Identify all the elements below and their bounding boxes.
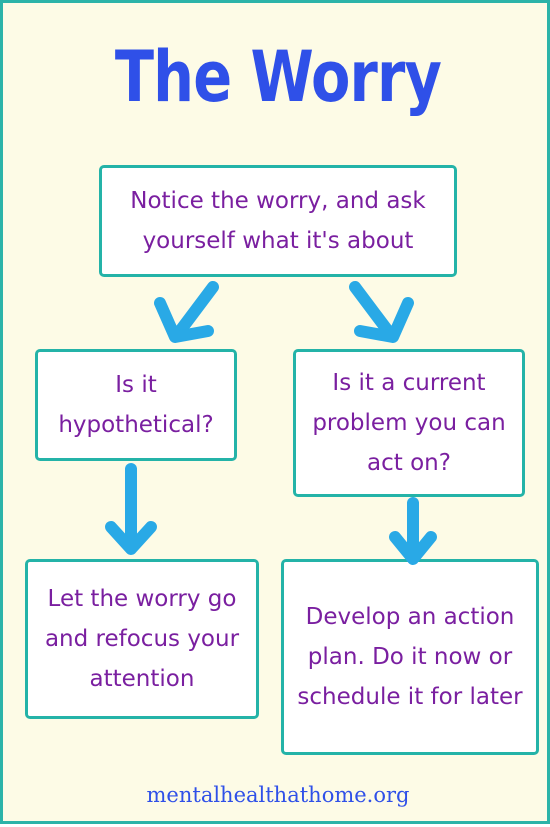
arrow-top-to-left-icon — [154, 281, 219, 343]
footer-website: mentalhealthathome.org — [146, 783, 410, 807]
node-current-problem: Is it a current problem you can act on? — [293, 349, 525, 497]
node-action-plan-text: Develop an action plan. Do it now or sch… — [297, 604, 523, 710]
node-let-worry-go-text: Let the worry go and refocus your attent… — [44, 586, 240, 692]
node-notice-worry-text: Notice the worry, and ask yourself what … — [130, 188, 426, 254]
node-hypothetical-text: Is it hypothetical? — [58, 372, 214, 438]
node-current-problem-text: Is it a current problem you can act on? — [312, 370, 506, 476]
arrow-right-to-bottom-right-icon — [389, 497, 437, 565]
node-action-plan: Develop an action plan. Do it now or sch… — [281, 559, 539, 755]
node-hypothetical: Is it hypothetical? — [35, 349, 237, 461]
node-let-worry-go: Let the worry go and refocus your attent… — [25, 559, 259, 719]
node-notice-worry: Notice the worry, and ask yourself what … — [99, 165, 457, 277]
arrow-left-to-bottom-left-icon — [105, 463, 157, 555]
arrow-top-to-right-icon — [349, 281, 414, 343]
